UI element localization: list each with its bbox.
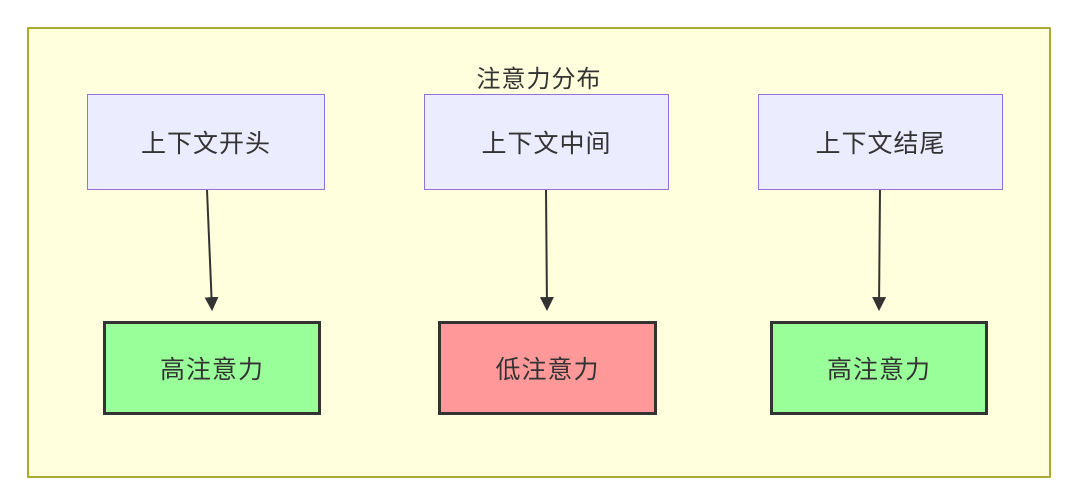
node-high-attention-1: 高注意力 [103, 321, 321, 415]
node-label: 上下文开头 [140, 130, 271, 158]
node-high-attention-2: 高注意力 [770, 321, 988, 415]
node-label: 高注意力 [159, 356, 264, 384]
node-label: 低注意力 [495, 356, 600, 384]
node-context-start: 上下文开头 [87, 94, 325, 190]
node-low-attention: 低注意力 [438, 321, 657, 415]
node-context-middle: 上下文中间 [424, 94, 669, 190]
node-label: 上下文中间 [481, 130, 612, 158]
subgraph-title: 注意力分布 [476, 66, 602, 93]
node-context-end: 上下文结尾 [758, 94, 1003, 190]
node-label: 上下文结尾 [815, 130, 946, 158]
node-label: 高注意力 [826, 356, 931, 384]
